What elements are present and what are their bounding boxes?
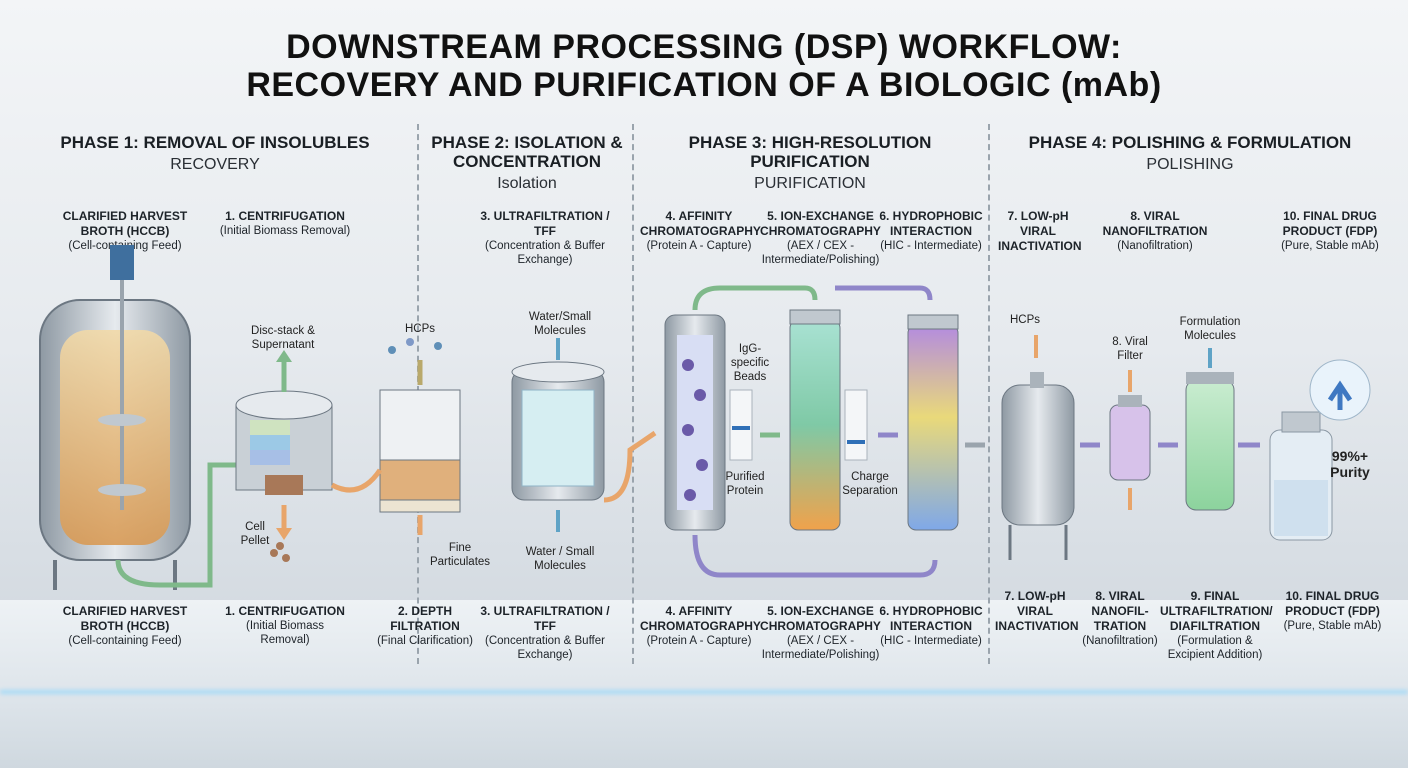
phase-4-subtitle: POLISHING bbox=[1146, 156, 1234, 173]
phase-3-subtitle: PURIFICATION bbox=[754, 175, 866, 192]
bottom-label-hic: 6. HYDROPHOBIC INTERACTION(HIC - Interme… bbox=[879, 604, 983, 647]
bottom-label-fdp: 10. FINAL DRUG PRODUCT (FDP)(Pure, Stabl… bbox=[1283, 589, 1382, 632]
callout-hcps-1: HCPs bbox=[404, 323, 436, 335]
centrifuge-icon bbox=[235, 390, 333, 495]
bottom-label-hccb: CLARIFIED HARVEST BROTH (HCCB)(Cell-cont… bbox=[62, 604, 188, 647]
bottom-label-affinity: 4. AFFINITY CHROMATOGRAPHY(Protein A - C… bbox=[640, 604, 761, 647]
diagram-title-line1: DOWNSTREAM PROCESSING (DSP) WORKFLOW: bbox=[286, 28, 1122, 66]
bottom-label-centrifugation: 1. CENTRIFUGATION(Initial Biomass Remova… bbox=[225, 604, 345, 646]
phase-2-title: PHASE 2: ISOLATION & CONCENTRATION bbox=[431, 133, 623, 171]
tff-module-icon bbox=[511, 361, 605, 501]
bottom-label-viral-inactivation: 7. LOW-pH VIRAL INACTIVATION bbox=[995, 589, 1079, 633]
top-label-viral-inactivation: 7. LOW-pH VIRAL INACTIVATION bbox=[998, 209, 1082, 253]
callout-igg-beads: IgG-specific Beads bbox=[730, 343, 770, 383]
depth-filter-icon bbox=[379, 389, 461, 513]
phase-2-subtitle: Isolation bbox=[497, 175, 557, 192]
bioreactor-icon bbox=[39, 245, 191, 590]
callout-fine-particulates: Fine Particulates bbox=[429, 542, 491, 568]
final-uf-df-module-icon bbox=[1185, 372, 1235, 511]
bottom-label-ultrafiltration: 3. ULTRAFILTRATION / TFF(Concentration &… bbox=[480, 604, 610, 661]
lab-bench bbox=[0, 600, 1408, 768]
callout-water-top: Water/Small Molecules bbox=[528, 311, 592, 337]
bottom-label-final-uf-df: 9. FINAL ULTRAFILTRATION/ DIAFILTRATION(… bbox=[1160, 589, 1273, 661]
viral-filter-icon bbox=[1109, 395, 1151, 481]
callout-water-bottom: Water / Small Molecules bbox=[525, 546, 595, 572]
top-label-nanofiltration: 8. VIRAL NANOFILTRATION(Nanofiltration) bbox=[1102, 209, 1208, 252]
bottom-label-nanofiltration: 8. VIRAL NANOFIL-TRATION(Nanofiltration) bbox=[1082, 589, 1158, 647]
callout-charge-separation: Charge Separation bbox=[842, 471, 898, 497]
phase-divider-2 bbox=[632, 124, 634, 664]
callout-viral-filter: 8. Viral Filter bbox=[1112, 336, 1148, 362]
phase-1-title: PHASE 1: REMOVAL OF INSOLUBLES bbox=[60, 133, 370, 152]
diagram-title-line2: RECOVERY AND PURIFICATION OF A BIOLOGIC … bbox=[246, 66, 1162, 104]
bottom-label-ion-exchange: 5. ION-EXCHANGE CHROMATOGRAPHY(AEX / CEX… bbox=[760, 604, 881, 661]
bottom-label-depth-filtration: 2. DEPTH FILTRATION(Final Clarification) bbox=[377, 604, 473, 647]
top-label-ultrafiltration: 3. ULTRAFILTRATION / TFF(Concentration &… bbox=[480, 209, 610, 266]
phase-divider-3 bbox=[988, 124, 990, 664]
bench-glow bbox=[0, 690, 1408, 694]
drug-vial-icon bbox=[1269, 411, 1333, 541]
callout-hcps-2: HCPs bbox=[1009, 314, 1041, 326]
phase-1-subtitle: RECOVERY bbox=[170, 156, 260, 173]
top-label-hic: 6. HYDROPHOBIC INTERACTION(HIC - Interme… bbox=[879, 209, 983, 252]
callout-cell-pellet: Cell Pellet bbox=[240, 521, 270, 547]
callout-purified-protein: Purified Protein bbox=[725, 471, 765, 497]
phase-3-title: PHASE 3: HIGH-RESOLUTION PURIFICATION bbox=[688, 133, 932, 171]
callout-purity: 99%+ Purity bbox=[1330, 448, 1370, 480]
top-label-ion-exchange: 5. ION-EXCHANGE CHROMATOGRAPHY(AEX / CEX… bbox=[760, 209, 881, 266]
viral-inactivation-tank-icon bbox=[1001, 372, 1075, 560]
hic-column-icon bbox=[907, 314, 959, 531]
feed-pipe bbox=[115, 462, 236, 588]
ion-exchange-column-icon bbox=[789, 309, 841, 531]
callout-formulation-molecules: Formulation Molecules bbox=[1179, 316, 1241, 342]
affinity-column-icon bbox=[664, 314, 726, 531]
top-label-centrifugation: 1. CENTRIFUGATION(Initial Biomass Remova… bbox=[219, 209, 351, 237]
top-label-affinity: 4. AFFINITY CHROMATOGRAPHY(Protein A - C… bbox=[640, 209, 761, 252]
top-label-fdp: 10. FINAL DRUG PRODUCT (FDP)(Pure, Stabl… bbox=[1281, 209, 1379, 252]
phase-4-title: PHASE 4: POLISHING & FORMULATION bbox=[1028, 133, 1352, 152]
callout-disc-stack: Disc-stack & Supernatant bbox=[251, 325, 315, 351]
